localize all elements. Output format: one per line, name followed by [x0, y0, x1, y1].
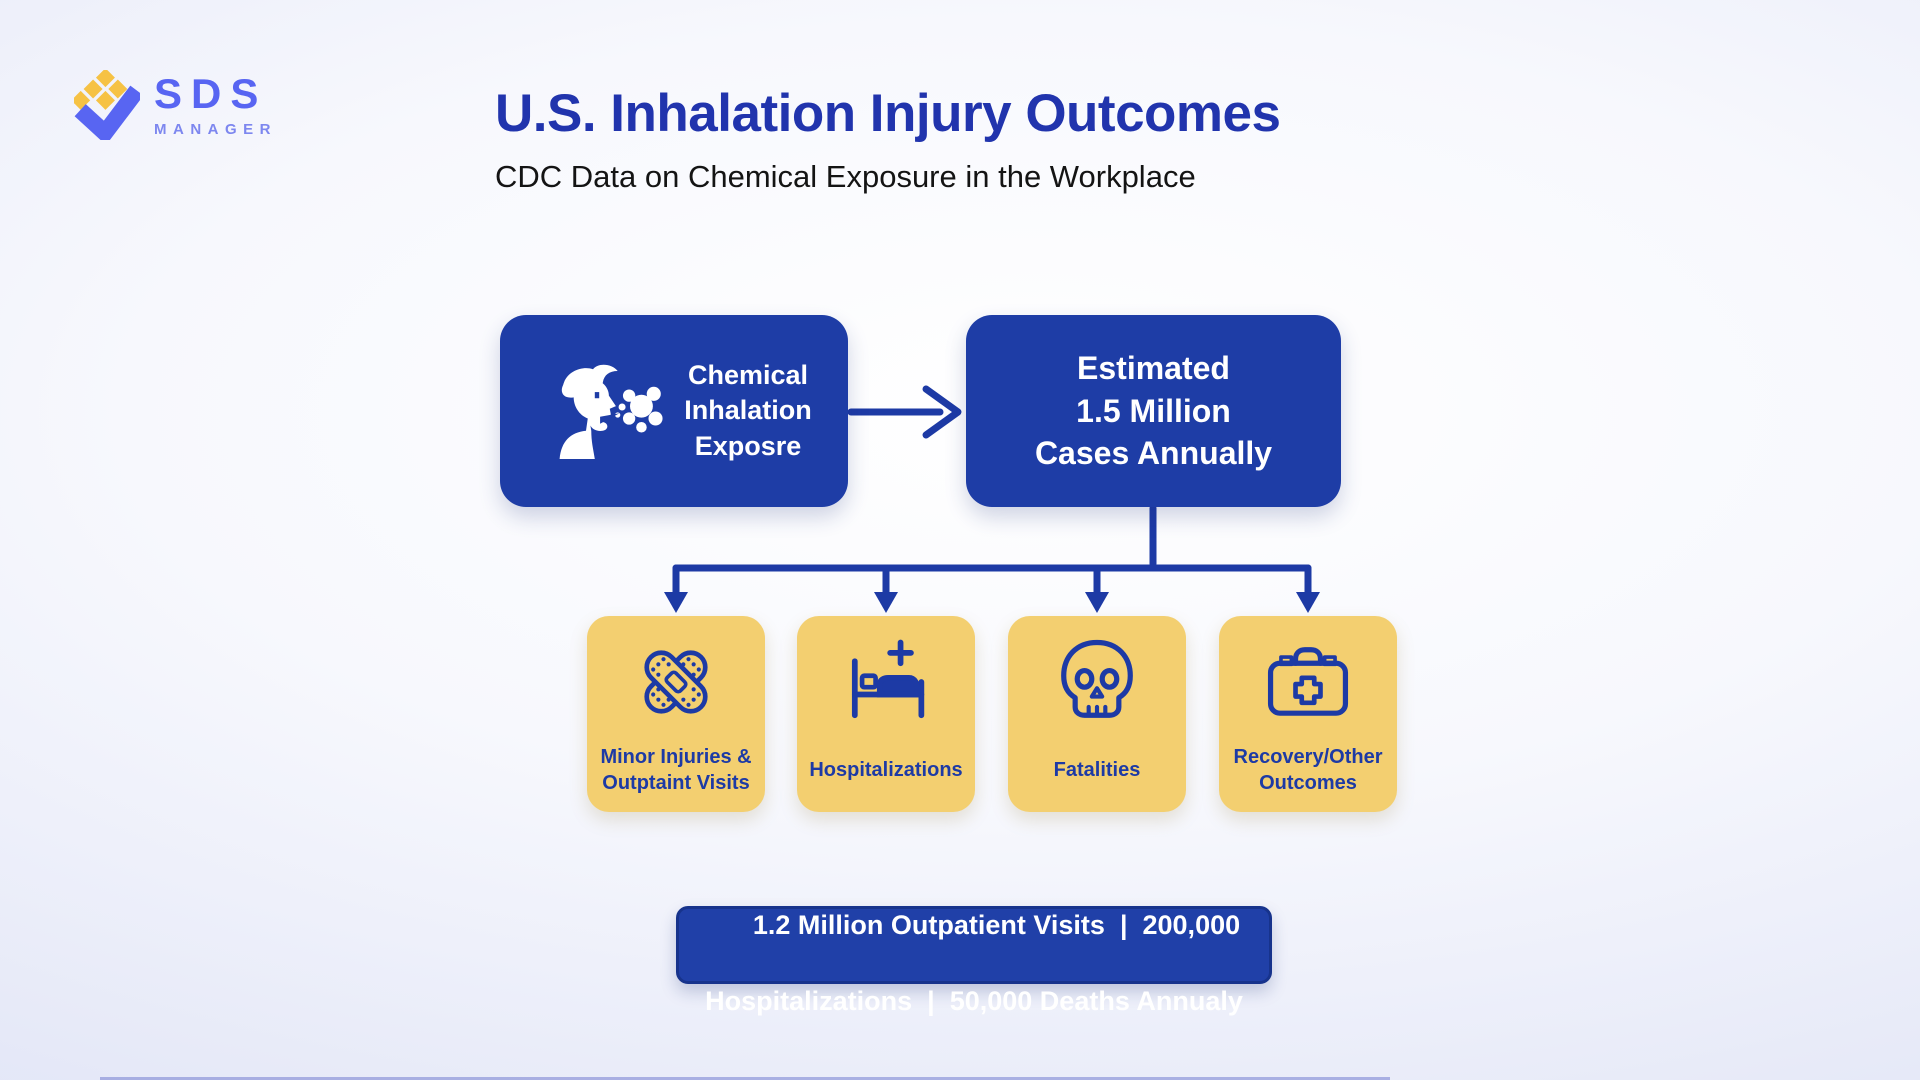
outcome-label: Minor Injuries & Outptaint Visits	[600, 738, 751, 812]
stats-line-1: 1.2 Million Outpatient Visits | 200,000	[708, 869, 1240, 982]
source-line-2: Inhalation	[684, 395, 812, 426]
outcome-card-fatalities: Fatalities	[1008, 616, 1186, 812]
node-chemical-inhalation-exposure: Chemical Inhalation Exposre	[500, 315, 848, 507]
hospital-bed-icon	[834, 616, 938, 738]
estimate-line-1: Estimated	[1077, 349, 1230, 386]
outcome-card-hospitalizations: Hospitalizations	[797, 616, 975, 812]
stats-line-2: Hospitalizations | 50,000 Deaths Annualy	[705, 985, 1243, 1016]
node-estimated-cases: Estimated 1.5 Million Cases Annually	[966, 315, 1341, 507]
logo-sub-text: MANAGER	[154, 121, 277, 138]
outcome-card-minor-injuries: Minor Injuries & Outptaint Visits	[587, 616, 765, 812]
outcome-label-line: Fatalities	[1053, 759, 1141, 781]
outcome-label-line: Recovery/Other	[1233, 746, 1383, 768]
outcome-label-line: Hospitalizations	[809, 759, 963, 781]
outcome-label-line: Minor Injuries &	[600, 746, 752, 768]
logo-brand-text: SDS	[154, 70, 268, 117]
outcome-label-line: Outcomes	[1259, 772, 1357, 794]
summary-stats-bar: 1.2 Million Outpatient Visits | 200,000 …	[676, 906, 1272, 1016]
node-source-label: Chemical Inhalation Exposre	[684, 358, 812, 465]
page-title: U.S. Inhalation Injury Outcomes	[495, 84, 1281, 143]
sds-diamond-check-icon	[74, 70, 140, 140]
outcome-label: Hospitalizations	[809, 738, 962, 812]
estimate-line-2: 1.5 Million	[1076, 392, 1231, 429]
bottom-accent-line	[100, 1077, 1390, 1080]
node-estimate-label: Estimated 1.5 Million Cases Annually	[1035, 347, 1272, 476]
stat-outpatient-value: 1.2 Million	[752, 910, 884, 941]
header: U.S. Inhalation Injury Outcomes CDC Data…	[495, 84, 1281, 195]
outcome-label: Recovery/Other Outcomes	[1234, 738, 1383, 812]
sds-manager-logo: SDS MANAGER	[74, 70, 277, 140]
skull-icon	[1045, 616, 1149, 738]
estimate-line-3: Cases Annually	[1034, 435, 1273, 472]
outcome-label-line: Outptaint Visits	[602, 772, 750, 794]
bandage-icon	[624, 616, 728, 738]
outcome-card-recovery: Recovery/Other Outcomes	[1219, 616, 1397, 812]
source-line-3: Exposre	[694, 430, 802, 461]
source-line-1: Chemical	[687, 359, 809, 390]
stat-outpatient-label: Outpatient Visits	[883, 910, 1105, 941]
person-inhaling-icon	[559, 364, 663, 459]
page-subtitle: CDC Data on Chemical Exposure in the Wor…	[495, 158, 1196, 194]
first-aid-kit-icon	[1256, 616, 1360, 738]
outcome-label: Fatalities	[1054, 738, 1141, 812]
stat-hospitalizations-value: | 200,000	[1104, 910, 1241, 941]
